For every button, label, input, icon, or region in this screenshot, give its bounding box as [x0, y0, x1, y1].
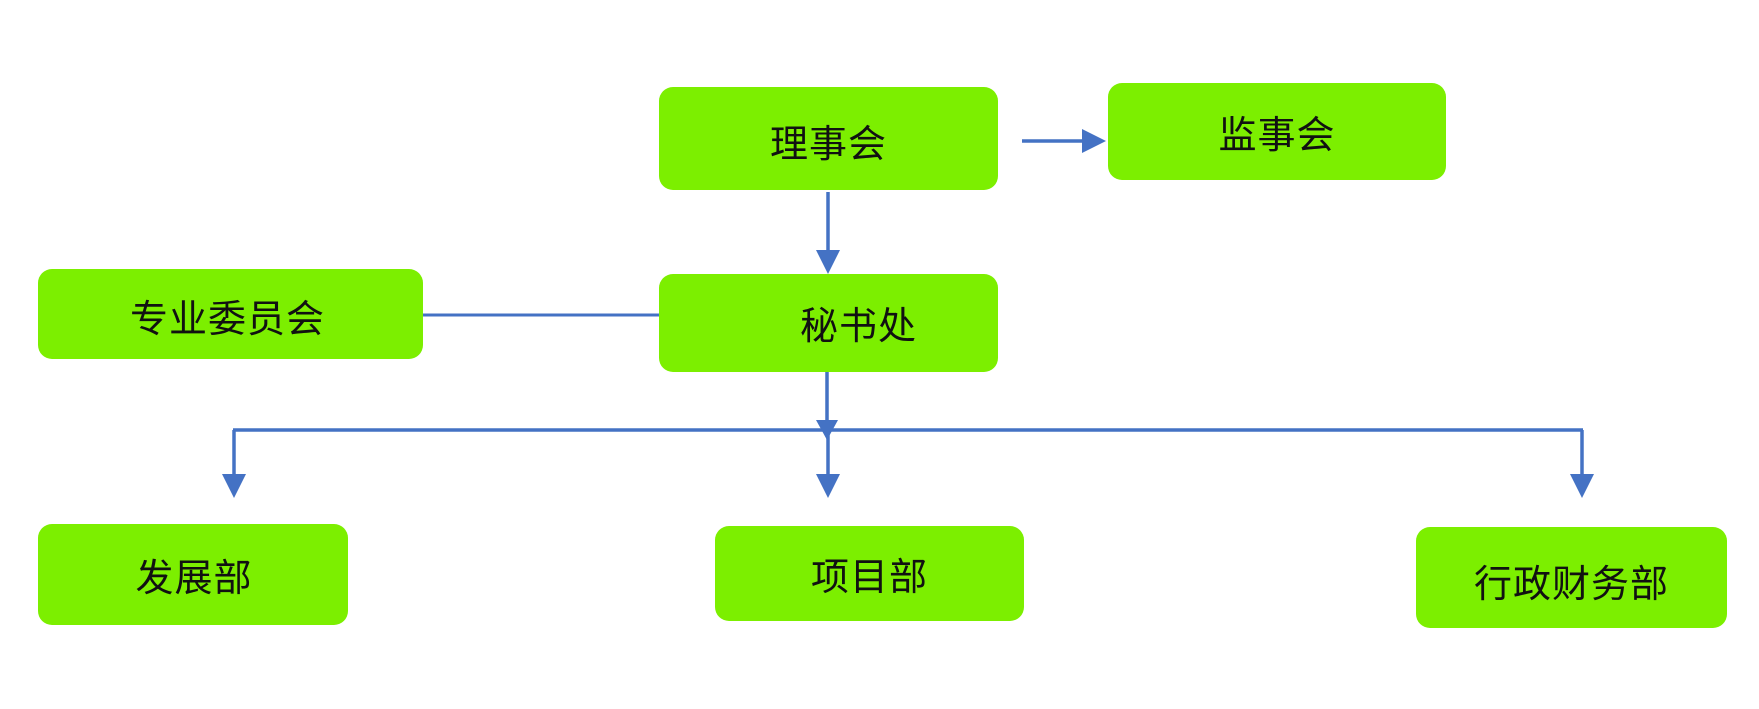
- node-supervisors: 监事会: [1108, 83, 1446, 180]
- edge-secretariat-to-project: [816, 430, 840, 498]
- node-project: 项目部: [715, 526, 1024, 621]
- node-board: 理事会: [659, 87, 998, 190]
- arrowhead-icon: [1082, 129, 1106, 153]
- node-label-committee: 专业委员会: [129, 296, 325, 341]
- node-committee: 专业委员会: [38, 269, 423, 359]
- node-label-admin-finance: 行政财务部: [1473, 562, 1669, 606]
- edge-secretariat-to-development: [222, 430, 246, 498]
- arrowhead-icon: [222, 474, 246, 498]
- edge-secretariat-trunk: [816, 360, 838, 440]
- arrowhead-icon: [816, 250, 840, 274]
- node-label-board: 理事会: [769, 122, 887, 166]
- node-development: 发展部: [38, 524, 348, 625]
- node-label-secretariat: 秘书处: [799, 303, 917, 348]
- arrowhead-icon: [1570, 474, 1594, 498]
- node-label-supervisors: 监事会: [1218, 113, 1336, 157]
- edge-board-to-supervisors: [1022, 129, 1106, 153]
- edge-board-to-secretariat: [816, 192, 840, 274]
- node-label-project: 项目部: [810, 555, 928, 599]
- arrowhead-icon: [816, 474, 840, 498]
- node-label-development: 发展部: [135, 556, 253, 600]
- edge-secretariat-to-admin-finance: [1570, 430, 1594, 498]
- arrowhead-icon: [816, 420, 838, 440]
- node-secretariat: 秘书处: [659, 274, 998, 372]
- node-admin-finance: 行政财务部: [1416, 527, 1727, 628]
